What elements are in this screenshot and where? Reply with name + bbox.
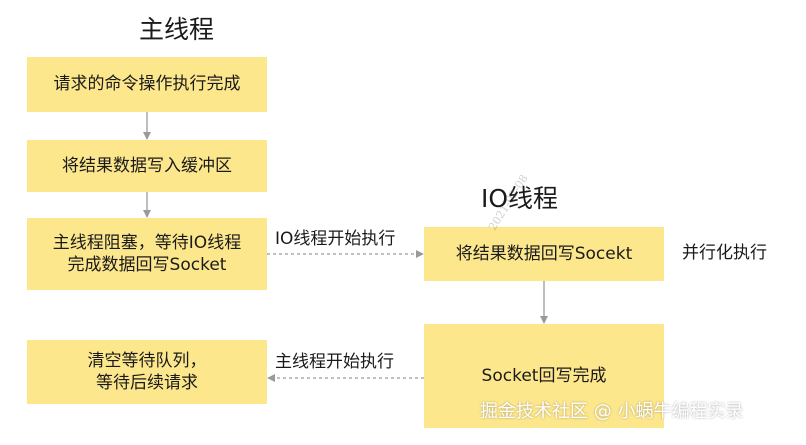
site-watermark: 掘金技术社区 @ 小蜗牛编程实录 [480, 401, 744, 422]
main-step-clear-queue: 清空等待队列， 等待后续请求 [27, 340, 267, 404]
io-step-write-socket: 将结果数据回写Socekt [424, 227, 664, 281]
edge-label-main-start: 主线程开始执行 [275, 352, 394, 372]
main-step-write-buffer: 将结果数据写入缓冲区 [27, 140, 267, 192]
main-step-blocked-wait: 主线程阻塞，等待IO线程 完成数据回写Socket [27, 218, 267, 290]
io-step-socket-done: Socket回写完成 [424, 324, 664, 428]
io-thread-title: IO线程 [481, 184, 559, 213]
main-thread-title: 主线程 [139, 15, 215, 44]
edge-label-io-start: IO线程开始执行 [275, 229, 396, 249]
parallel-execution-note: 并行化执行 [682, 243, 767, 263]
main-step-command-done: 请求的命令操作执行完成 [27, 57, 267, 112]
